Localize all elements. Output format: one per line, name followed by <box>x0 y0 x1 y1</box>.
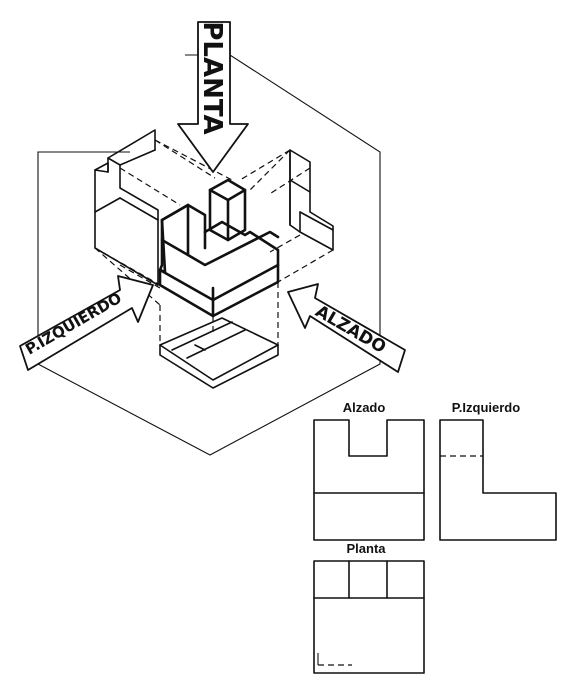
alzado-arrow: ALZADO <box>287 283 406 373</box>
hexagon-frame <box>37 54 381 456</box>
isometric-solid <box>158 178 280 318</box>
right-profile-projection <box>289 149 334 251</box>
planta-view-label: Planta <box>346 541 386 556</box>
izquierdo-view-label: P.Izquierdo <box>452 400 520 415</box>
planta-arrow-label: PLANTA <box>197 21 227 134</box>
planta-arrow: PLANTA <box>177 21 249 173</box>
bottom-plan-projection <box>159 317 279 389</box>
alzado-arrow-label: ALZADO <box>312 301 390 357</box>
alzado-view-label: Alzado <box>343 400 386 415</box>
planta-view <box>313 560 425 674</box>
left-profile-projection <box>94 129 159 286</box>
izquierdo-view <box>439 419 557 541</box>
alzado-view <box>313 419 425 541</box>
izquierdo-arrow: P.IZQUIERDO <box>19 275 154 371</box>
